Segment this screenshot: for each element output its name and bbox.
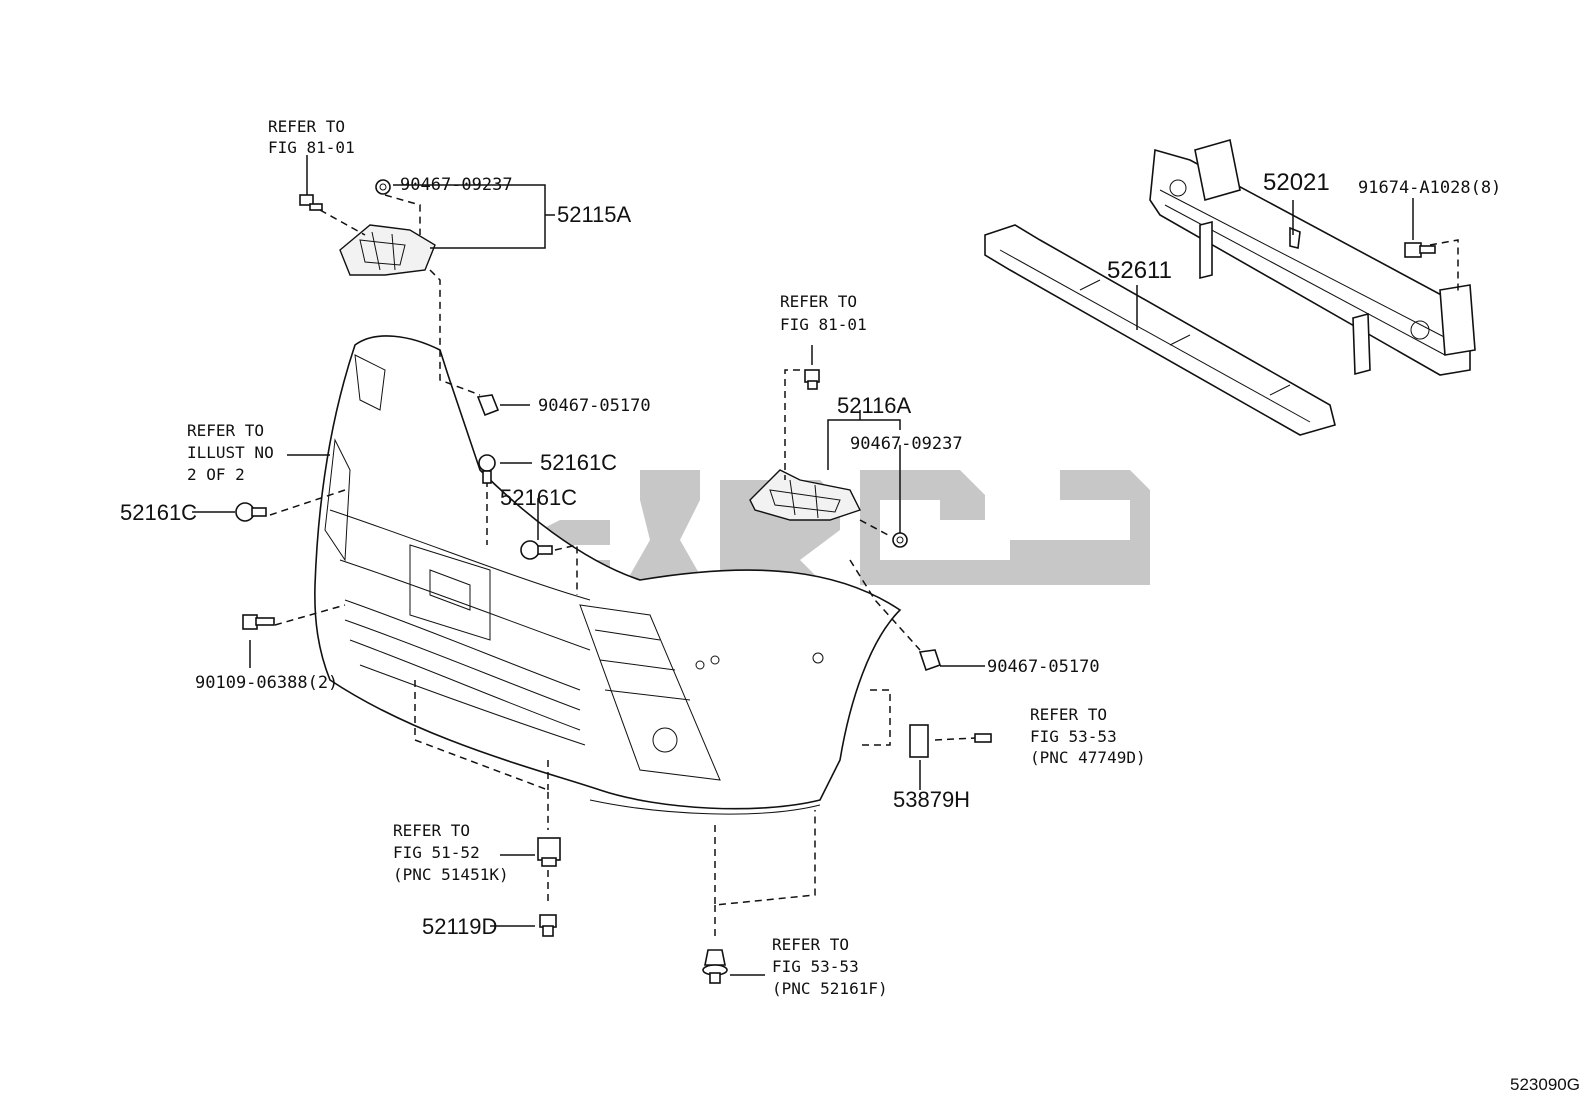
- ref-illust-line1: REFER TO: [187, 421, 264, 440]
- ref-illust-line2: ILLUST NO: [187, 443, 274, 462]
- diagram-code: 523090G: [1510, 1075, 1580, 1094]
- label-52115a: 52115A: [557, 202, 632, 227]
- clip-90467-05170-a-icon: [476, 394, 500, 417]
- label-90467-09237-b: 90467-09237: [850, 434, 963, 454]
- leader-lines: [192, 155, 1459, 976]
- ref-fig5353b-line1: REFER TO: [772, 935, 849, 954]
- ref-fig5353a-line2: FIG 53-53: [1030, 727, 1117, 746]
- labels: REFER TO FIG 81-01 90467-09237 52115A 90…: [120, 117, 1580, 1094]
- label-53879h: 53879H: [893, 787, 970, 812]
- label-90467-05170-b: 90467-05170: [987, 657, 1100, 677]
- bracket-52116a: [749, 469, 861, 521]
- ref-fig5152-line1: REFER TO: [393, 821, 470, 840]
- label-52119d: 52119D: [422, 914, 497, 939]
- label-52021: 52021: [1263, 169, 1330, 196]
- clip-52161c-a-icon: [478, 454, 496, 484]
- screw-52119d-icon: [539, 914, 557, 937]
- ref-fig5353a-line1: REFER TO: [1030, 705, 1107, 724]
- ref-illust-line3: 2 OF 2: [187, 465, 245, 484]
- bolt-top-left-icon: [299, 194, 323, 211]
- label-90109-06388: 90109-06388(2): [195, 673, 338, 693]
- clip-52161c-c-icon: [520, 540, 553, 560]
- ref-fig5353b-line2: FIG 53-53: [772, 957, 859, 976]
- label-52161c-c: 52161C: [500, 485, 577, 510]
- label-52116a: 52116A: [837, 393, 912, 418]
- label-52611: 52611: [1107, 257, 1172, 284]
- label-90467-05170-a: 90467-05170: [538, 396, 651, 416]
- ref-center-line2: FIG 81-01: [780, 315, 867, 334]
- front-bumper-cover: [314, 335, 902, 815]
- energy-absorber-52611: [984, 224, 1336, 436]
- clip-51451k-icon: [537, 837, 561, 867]
- bolt-center-icon: [804, 369, 820, 390]
- nut-90467-09237-a-icon: [375, 179, 391, 195]
- label-52161c-a: 52161C: [540, 450, 617, 475]
- bolt-91674-icon: [1404, 242, 1436, 258]
- ref-fig5152-line3: (PNC 51451K): [393, 865, 509, 884]
- clip-90467-05170-b-icon: [918, 649, 942, 672]
- clip-52161f-icon: [702, 949, 728, 984]
- ref-top-left-line1: REFER TO: [268, 117, 345, 136]
- clip-52161c-b-icon: [235, 502, 267, 522]
- label-91674-a1028: 91674-A1028(8): [1358, 178, 1501, 198]
- bracket-53879h-icon: [909, 724, 992, 758]
- fasteners: [235, 179, 1436, 984]
- label-52161c-b: 52161C: [120, 500, 197, 525]
- ref-top-left-line2: FIG 81-01: [268, 138, 355, 157]
- ref-fig5353b-line3: (PNC 52161F): [772, 979, 888, 998]
- bracket-52115a: [339, 224, 436, 276]
- nut-90467-09237-b-icon: [892, 532, 908, 548]
- bumper-reinforcement-52021: [1149, 138, 1476, 376]
- ref-fig5353a-line3: (PNC 47749D): [1030, 748, 1146, 767]
- ref-fig5152-line2: FIG 51-52: [393, 843, 480, 862]
- ref-center-line1: REFER TO: [780, 292, 857, 311]
- bolt-90109-06388-icon: [242, 614, 275, 630]
- label-90467-09237-a: 90467-09237: [400, 175, 513, 195]
